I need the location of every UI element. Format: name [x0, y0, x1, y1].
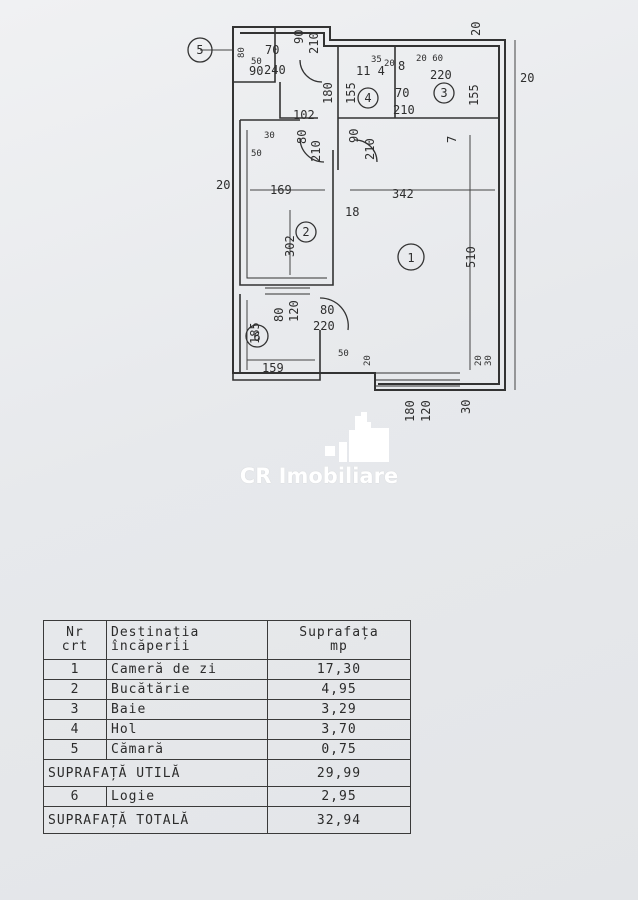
usable-area-label: SUPRAFAȚĂ UTILĂ [43, 759, 268, 787]
dim-label: 20 [520, 71, 534, 85]
table-row: 6 Logie 2,95 [43, 786, 411, 807]
row-area: 0,75 [267, 739, 411, 760]
dim-label: 30 [459, 400, 473, 414]
room-number-2: 2 [302, 225, 309, 239]
dim-label: 20 [363, 355, 373, 366]
room-number-markers [245, 82, 455, 348]
dim-label: 50 [251, 57, 262, 67]
total-area-row: SUPRAFAȚĂ TOTALĂ 32,94 [43, 806, 411, 834]
watermark-logo: CR Imobiliare [219, 412, 419, 492]
watermark-text: CR Imobiliare [239, 464, 399, 488]
dim-label: 50 [338, 349, 349, 359]
room-number-3: 3 [440, 86, 447, 100]
dim-label: 8 [398, 59, 405, 73]
row-name: Hol [106, 719, 268, 740]
usable-area-row: SUPRAFAȚĂ UTILĂ 29,99 [43, 759, 411, 787]
dim-label: 180 [321, 82, 335, 104]
dim-label: 220 [313, 319, 335, 333]
dim-label: 210 [307, 32, 321, 54]
row-area: 3,70 [267, 719, 411, 740]
table-row: 2 Bucătărie 4,95 [43, 679, 411, 700]
dim-label: 80 [320, 303, 334, 317]
row-nr: 6 [43, 786, 107, 807]
dim-label: 90 [249, 64, 263, 78]
row-area: 3,29 [267, 699, 411, 720]
dim-label: 180 [403, 400, 417, 422]
row-name: Cameră de zi [106, 659, 268, 680]
table-row: 3 Baie 3,29 [43, 699, 411, 720]
dim-label: 120 [419, 400, 433, 422]
total-area-label: SUPRAFAȚĂ TOTALĂ [43, 806, 268, 834]
dimension-labels: 70 240 90 210 20 20 80 90 50 180 155 11 … [216, 22, 534, 422]
usable-area-value: 29,99 [267, 759, 411, 787]
dim-label: 510 [464, 246, 478, 268]
row-name: Baie [106, 699, 268, 720]
room-number-5: 5 [196, 43, 203, 57]
dim-label: 185 [248, 322, 262, 344]
dim-label: 90 [292, 30, 306, 44]
dim-label: 70 [265, 43, 279, 57]
room-number-4: 4 [364, 91, 371, 105]
row-area: 17,30 [267, 659, 411, 680]
room-5-callout [187, 37, 213, 63]
dim-label: 90 [347, 129, 361, 143]
dimension-lines [200, 40, 516, 390]
dim-label: 80 [237, 47, 247, 58]
dim-label: 20 [469, 22, 483, 36]
table-row: 5 Cămară 0,75 [43, 739, 411, 760]
dim-label: 155 [467, 84, 481, 106]
table-row: 1 Cameră de zi 17,30 [43, 659, 411, 680]
dim-label: 342 [392, 187, 414, 201]
total-area-value: 32,94 [267, 806, 411, 834]
row-nr: 4 [43, 719, 107, 740]
dim-label: 18 [345, 205, 359, 219]
dim-label: 30 [264, 131, 275, 141]
dim-label: 70 [395, 86, 409, 100]
row-nr: 1 [43, 659, 107, 680]
building-icon [325, 412, 389, 462]
row-name: Cămară [106, 739, 268, 760]
dim-label: 20 [216, 178, 230, 192]
dim-label: 20 60 [416, 54, 443, 64]
dim-label: 35 [371, 55, 382, 65]
dim-label: 80 [272, 308, 286, 322]
dim-label: 210 [363, 138, 377, 160]
dim-label: 20 [384, 59, 395, 69]
row-nr: 5 [43, 739, 107, 760]
row-name: Logie [106, 786, 268, 807]
dim-label: 210 [393, 103, 415, 117]
dim-label: 240 [264, 63, 286, 77]
dim-label: 169 [270, 183, 292, 197]
dim-label: 50 [251, 149, 262, 159]
dim-label: 159 [262, 361, 284, 375]
room-number-1: 1 [407, 251, 414, 265]
dim-label: 20 [474, 355, 484, 366]
dim-label: 80 [295, 130, 309, 144]
dim-label: 7 [445, 136, 459, 143]
row-area: 4,95 [267, 679, 411, 700]
dim-label: 30 [484, 355, 494, 366]
dim-label: 120 [287, 300, 301, 322]
table-row: 4 Hol 3,70 [43, 719, 411, 740]
door-swings [299, 59, 378, 331]
row-name: Bucătărie [106, 679, 268, 700]
row-area: 2,95 [267, 786, 411, 807]
dim-label: 155 [344, 82, 358, 104]
dim-label: 302 [283, 235, 297, 257]
room-number-6: 6 [253, 330, 260, 344]
plan-walls [232, 26, 506, 391]
row-nr: 2 [43, 679, 107, 700]
dim-label: 220 [430, 68, 452, 82]
row-nr: 3 [43, 699, 107, 720]
dim-label: 11 4 [356, 64, 385, 78]
dim-label: 102 [293, 108, 315, 122]
dim-label: 210 [309, 140, 323, 162]
